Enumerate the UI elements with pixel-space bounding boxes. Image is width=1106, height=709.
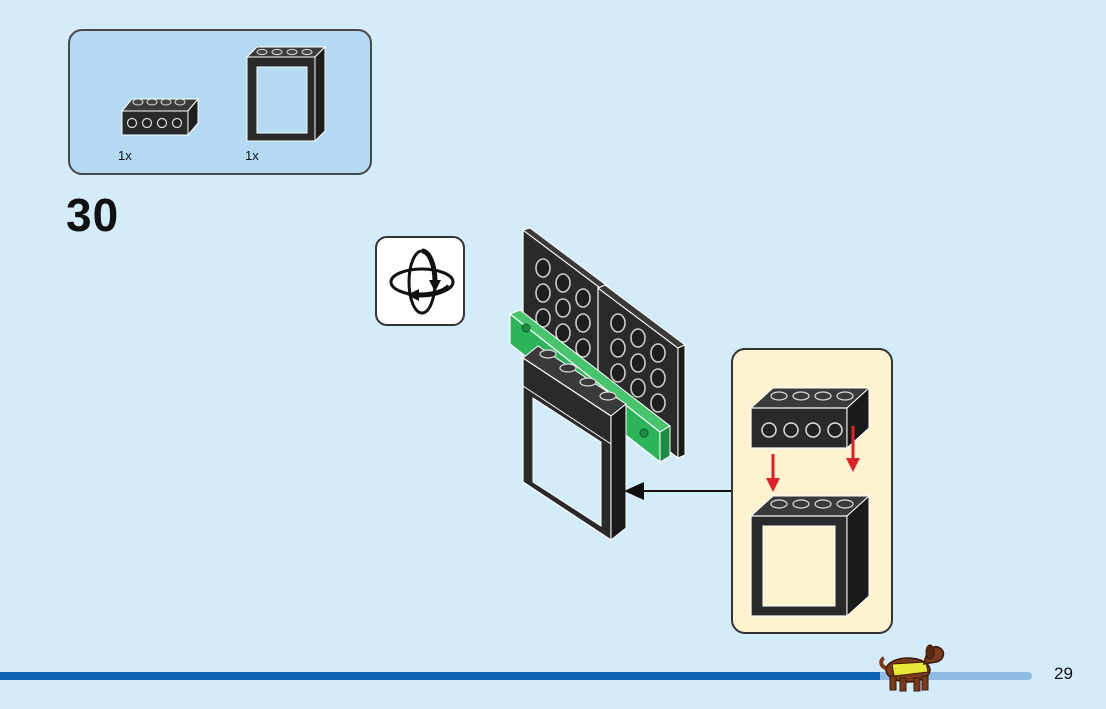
sub-assembly-callout [731, 348, 893, 634]
page-progress-bar [0, 672, 880, 680]
part-quantity: 1x [245, 148, 259, 163]
placement-arrow [624, 482, 732, 500]
page-progress-bar-end [880, 672, 1032, 680]
step-number: 30 [66, 189, 120, 241]
part-quantity: 1x [118, 148, 132, 163]
page-number: 29 [1054, 664, 1073, 683]
rotate-model-icon [375, 236, 465, 326]
dog-mascot-icon [879, 644, 945, 692]
window-frame-part [245, 45, 327, 143]
assembly-model [509, 227, 686, 542]
parts-list-box: 1x 1x [68, 29, 372, 175]
sub-assembly-diagram [749, 386, 871, 618]
rotate-arrows-icon [389, 248, 455, 315]
brick-side-studs-part [120, 97, 200, 137]
